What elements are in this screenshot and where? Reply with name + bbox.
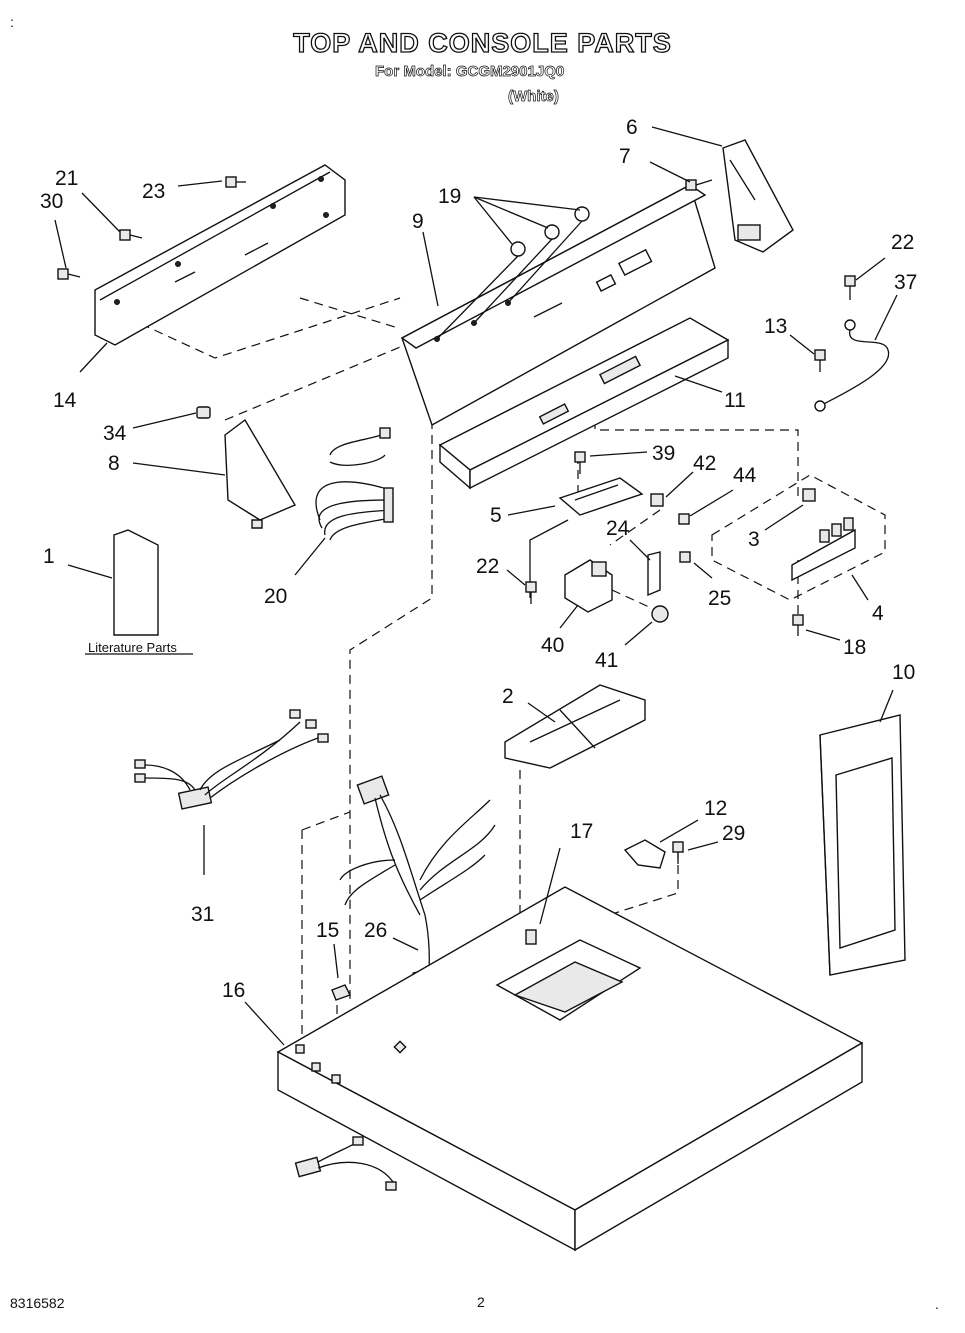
knobs (436, 206, 590, 340)
bracket-5 (558, 477, 644, 516)
callout-9: 9 (412, 210, 424, 233)
screw-25 (679, 551, 691, 563)
screw-22-right (844, 275, 856, 300)
model-subtitle: For Model: GCGM2901JQ0 (375, 63, 565, 81)
callout-22-right: 22 (891, 231, 914, 254)
corner-mark-bottom: . (935, 1296, 939, 1312)
dryer-top-16 (276, 886, 864, 1252)
control-panel (400, 183, 716, 427)
leader-lines (54, 126, 898, 1046)
callout-numbers: 1 2 3 4 5 6 7 8 9 10 11 12 13 14 15 16 1… (40, 116, 917, 1002)
clip-42 (650, 493, 664, 507)
screw-7 (685, 179, 713, 191)
callout-40: 40 (541, 634, 564, 657)
callout-17: 17 (570, 820, 593, 843)
screw-44 (678, 513, 690, 525)
callout-19: 19 (438, 185, 461, 208)
frame-10 (819, 714, 906, 976)
bracket-24 (647, 551, 661, 597)
knob-41 (651, 605, 669, 623)
callout-29: 29 (722, 822, 745, 845)
screw-23 (225, 176, 246, 188)
bracket-12 (623, 839, 666, 869)
switch-40 (564, 559, 613, 613)
callout-3: 3 (748, 528, 760, 551)
literature-booklet (113, 529, 159, 636)
color-variant: (White) (508, 88, 560, 106)
callout-14: 14 (53, 389, 77, 412)
end-cap (722, 139, 794, 253)
page-number: 2 (477, 1294, 485, 1310)
screw-18 (792, 614, 804, 636)
screw-30 (57, 268, 81, 280)
switch-assembly-4 (711, 474, 886, 601)
callout-26: 26 (364, 919, 387, 942)
callout-16: 16 (222, 979, 245, 1002)
callout-23: 23 (142, 180, 165, 203)
callout-5: 5 (490, 504, 502, 527)
power-cord (294, 1136, 397, 1191)
ground-wire-37 (814, 319, 890, 412)
screw-13 (814, 349, 826, 372)
callout-11: 11 (724, 389, 746, 412)
callout-1: 1 (43, 545, 55, 568)
callout-4: 4 (872, 602, 884, 625)
callout-2: 2 (502, 685, 514, 708)
switch-17 (525, 929, 537, 945)
screw-29 (672, 841, 684, 864)
callout-8: 8 (108, 452, 120, 475)
callout-13: 13 (764, 315, 787, 338)
callout-25: 25 (708, 587, 731, 610)
corner-mark-top: : (10, 14, 14, 30)
literature-parts-label: Literature Parts (88, 640, 177, 655)
callout-24: 24 (606, 517, 630, 540)
clip-34 (196, 406, 211, 419)
callout-18: 18 (843, 636, 866, 659)
sensor-15 (331, 984, 351, 1001)
callout-31: 31 (191, 903, 214, 926)
callout-12: 12 (704, 797, 727, 820)
screw-21 (119, 229, 143, 241)
callout-41: 41 (595, 649, 618, 672)
callout-22-left: 22 (476, 555, 499, 578)
callout-37: 37 (894, 271, 917, 294)
callout-20: 20 (264, 585, 287, 608)
callout-15: 15 (316, 919, 339, 942)
callout-44: 44 (733, 464, 757, 487)
part-number: 8316582 (10, 1295, 65, 1311)
callout-6: 6 (626, 116, 638, 139)
callout-7: 7 (619, 145, 631, 168)
callout-21: 21 (55, 167, 78, 190)
callout-30: 30 (40, 190, 63, 213)
callout-42: 42 (693, 452, 716, 475)
screw-22-left (525, 581, 537, 604)
wire-harness-20 (315, 427, 394, 541)
wire-harness-31 (134, 709, 329, 810)
page-title: TOP AND CONSOLE PARTS (293, 27, 672, 58)
console-base (438, 317, 730, 490)
callout-39: 39 (652, 442, 675, 465)
callout-34: 34 (103, 422, 127, 445)
screw-39 (574, 451, 586, 474)
left-end-cap (224, 418, 297, 529)
rear-console-panel (94, 164, 346, 346)
lint-filter-cover-2 (504, 684, 646, 769)
callout-10: 10 (892, 661, 915, 684)
